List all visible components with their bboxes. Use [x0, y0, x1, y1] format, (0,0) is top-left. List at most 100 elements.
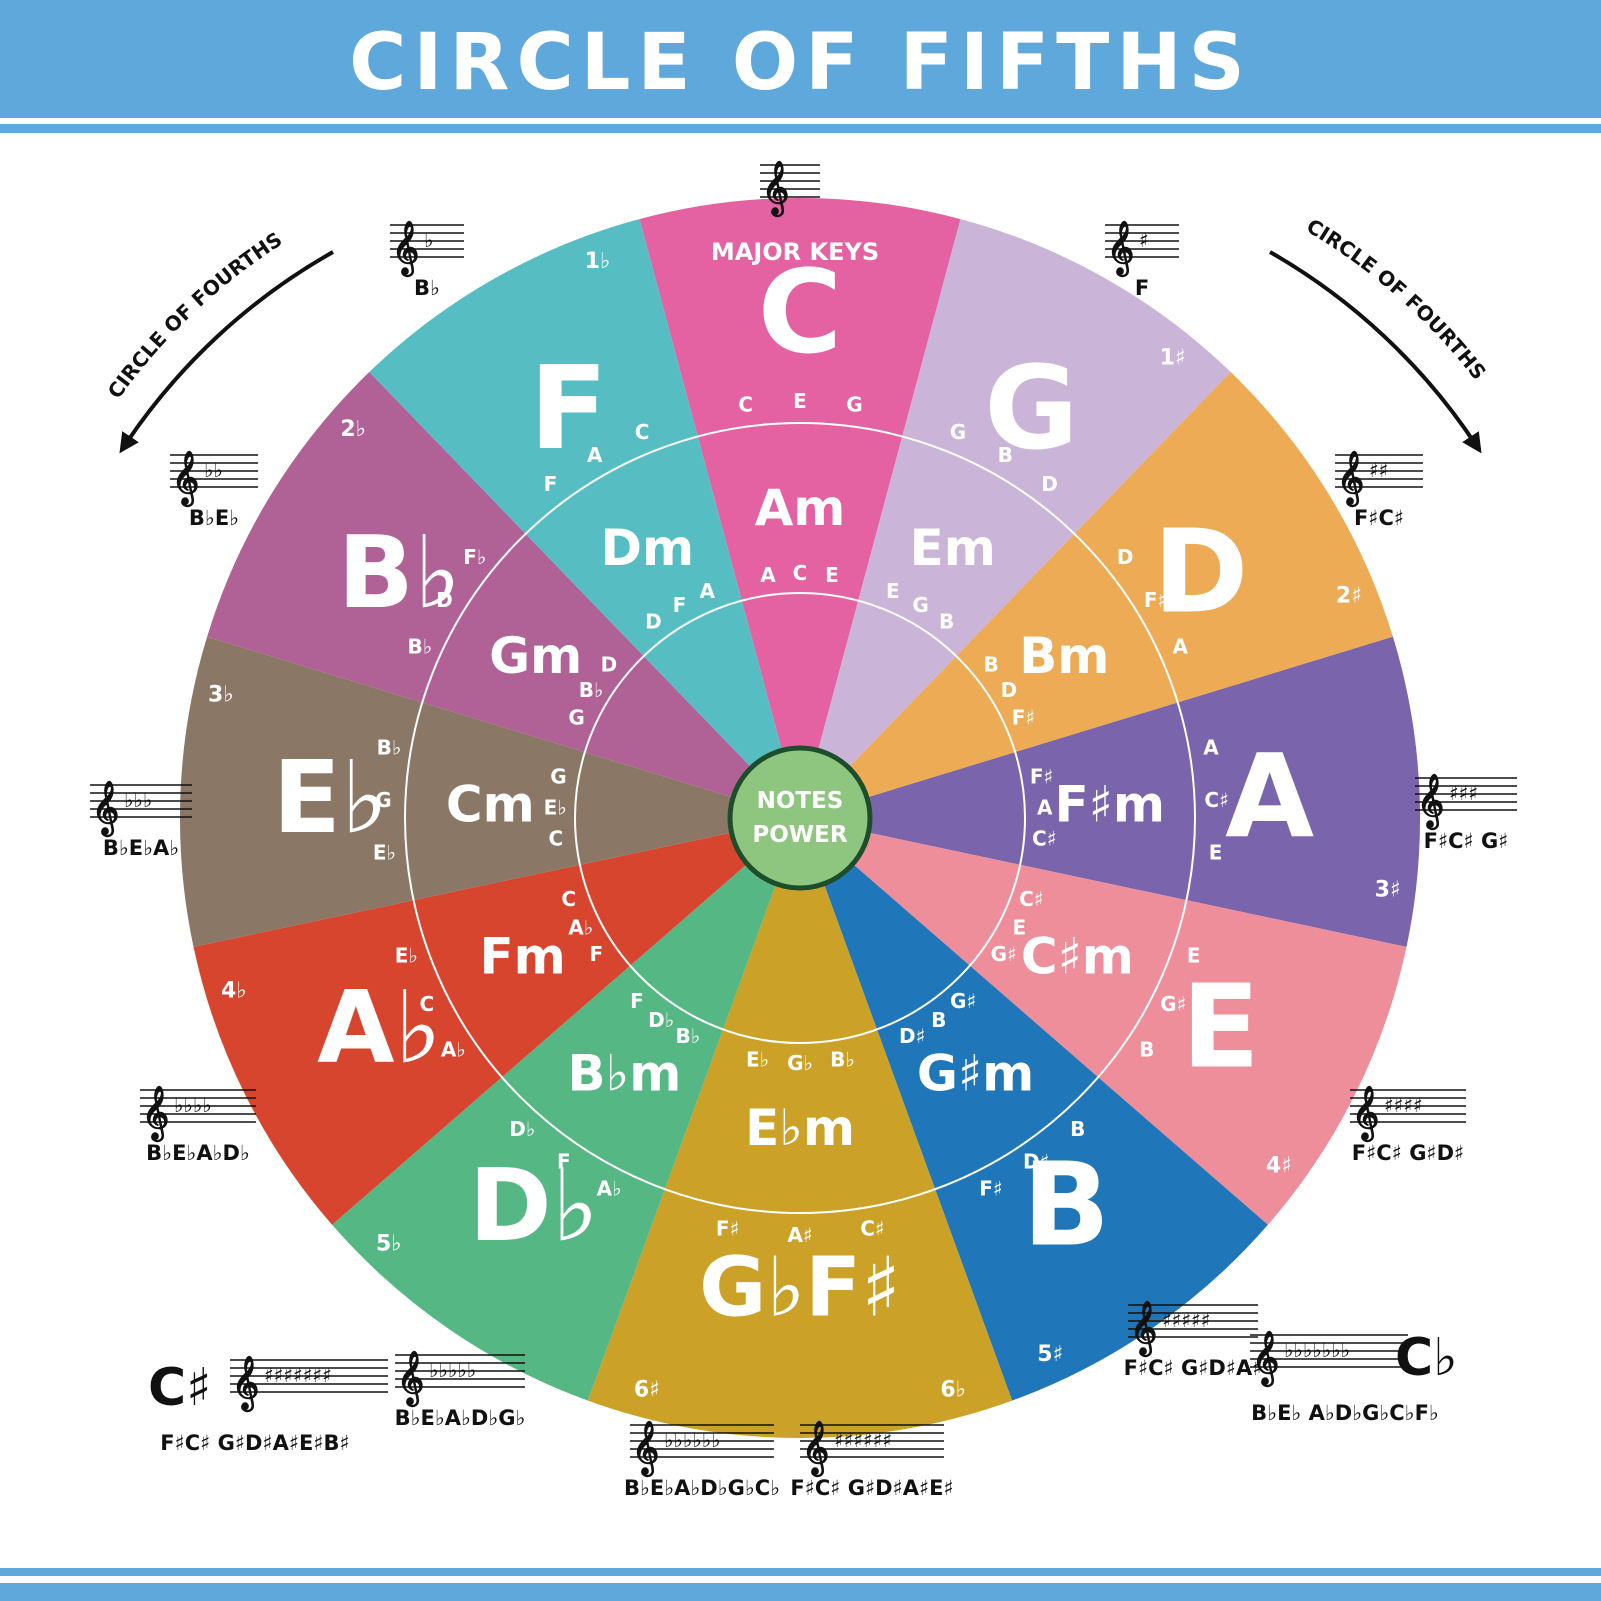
minor-triad-note: G	[568, 705, 584, 729]
minor-triad-note: G♯	[950, 989, 976, 1013]
accidentals: ♭♭	[204, 458, 223, 482]
key-signature: 𝄞♯♯♯♯♯♯	[800, 1420, 944, 1477]
segment-wedge	[639, 197, 961, 751]
major-triad-note: D♭	[509, 1117, 535, 1141]
major-triad-note: G	[950, 420, 966, 444]
minor-triad-note: C♯	[1032, 826, 1056, 850]
treble-clef-icon: 𝄞	[802, 1420, 829, 1477]
accidental-count: 1♯	[1160, 345, 1186, 370]
major-triad-note: E	[1187, 944, 1201, 968]
major-triad-note: D	[1041, 472, 1058, 496]
minor-triad-note: A	[760, 563, 776, 587]
accidentals: ♭♭♭♭♭♭♭	[1284, 1338, 1350, 1362]
accidental-count: 2♯	[1336, 584, 1362, 609]
accidentals: ♯♯♯♯	[1384, 1093, 1423, 1117]
key-signature: 𝄞♯♯♯♯♯♯♯	[230, 1355, 388, 1412]
minor-key-label: Dm	[600, 519, 694, 577]
treble-clef-icon: 𝄞	[172, 450, 199, 507]
accidental-count: 5♯	[1037, 1342, 1063, 1367]
minor-triad-note: C♯	[1019, 887, 1043, 911]
minor-triad-note: A	[1037, 795, 1053, 819]
minor-triad-note: G♯	[991, 942, 1017, 966]
treble-clef-icon: 𝄞	[1337, 450, 1364, 507]
ring-line	[404, 422, 1196, 1214]
major-triad-note: D♯	[1023, 1150, 1049, 1174]
major-triad-note: F♭	[463, 545, 486, 569]
center-line-1: NOTES	[757, 788, 844, 814]
key-signature-label: B♭E♭	[189, 506, 239, 530]
minor-triad-note: F	[630, 989, 644, 1013]
minor-key-label: Bm	[1019, 627, 1109, 685]
major-triad-note: G	[375, 788, 391, 812]
header-rule	[0, 124, 1601, 133]
minor-key-label: B♭m	[568, 1045, 682, 1103]
center-circle	[727, 745, 873, 891]
key-signature: 𝄞♭♭♭♭♭♭♭	[1250, 1330, 1408, 1387]
major-triad-note: A	[1203, 735, 1219, 759]
minor-key-label: E♭m	[745, 1099, 855, 1157]
accidental-count: 3♭	[208, 682, 234, 707]
minor-triad-note: A	[699, 579, 715, 603]
left-arrow	[119, 250, 334, 454]
major-triad-note: C	[738, 393, 753, 417]
treble-clef-icon: 𝄞	[1107, 220, 1134, 277]
minor-triad-note: E	[886, 579, 900, 603]
major-key-label: C	[758, 246, 842, 380]
major-triad-note: G	[846, 393, 862, 417]
key-signature: 𝄞♯♯♯♯	[1350, 1085, 1466, 1142]
treble-clef-icon: 𝄞	[397, 1350, 424, 1407]
treble-clef-icon: 𝄞	[232, 1355, 259, 1412]
minor-triad-note: E	[1012, 915, 1026, 939]
major-triad-note: A	[1172, 635, 1188, 659]
minor-triad-note: E	[825, 563, 839, 587]
key-signature: 𝄞♭♭♭♭	[140, 1085, 256, 1142]
key-signature: 𝄞♭♭	[170, 450, 258, 507]
treble-clef-icon: 𝄞	[762, 160, 789, 217]
minor-triad-note: D	[601, 653, 618, 677]
key-signature-label: F♯C♯ G♯D♯A♯E♯	[790, 1476, 953, 1500]
extra-key-label: C♭	[1395, 1328, 1458, 1388]
minor-key-label: G♯m	[917, 1045, 1034, 1103]
key-signature: 𝄞♭	[390, 220, 464, 277]
accidentals: ♯	[1139, 228, 1149, 252]
accidental-count: 2♭	[340, 417, 366, 442]
major-triad-note: B	[1139, 1038, 1154, 1062]
minor-triad-note: F♯	[1012, 705, 1035, 729]
major-triad-note: F♯	[1144, 588, 1167, 612]
minor-key-label: Fm	[479, 927, 565, 985]
key-signature-label: B♭E♭A♭D♭G♭C♭	[624, 1476, 780, 1500]
accidental-count: 4♯	[1266, 1154, 1292, 1179]
segment-wedge	[866, 636, 1421, 947]
major-triad-note: C♯	[860, 1217, 884, 1241]
major-triad-note: E♭	[373, 841, 396, 865]
minor-key-label: Am	[755, 479, 846, 537]
key-signature: 𝄞♭♭♭	[90, 780, 192, 837]
right-arrow-label: CIRCLE OF FOURTHS	[1302, 214, 1491, 384]
minor-key-label: F♯m	[1054, 776, 1164, 834]
accidentals: ♭♭♭♭♭♭	[664, 1428, 721, 1452]
title-banner: CIRCLE OF FIFTHS	[0, 0, 1601, 118]
accidentals: ♯♯♯♯♯	[1162, 1308, 1210, 1332]
key-signature-label: B♭E♭A♭D♭G♭	[395, 1406, 526, 1430]
major-triad-note: A	[587, 443, 603, 467]
accidentals: ♭♭♭	[124, 788, 152, 812]
major-key-label: D	[1153, 505, 1248, 639]
major-triad-note: A♭	[597, 1177, 622, 1201]
major-key-label: E♭	[273, 739, 388, 856]
accidentals: ♯♯♯	[1449, 781, 1478, 805]
segment-wedge	[193, 832, 748, 1225]
accidentals: ♭♭♭♭♭	[429, 1358, 476, 1382]
key-signature: 𝄞♭♭♭♭♭♭	[630, 1420, 774, 1477]
major-triad-note: B♭	[377, 735, 402, 759]
accidental-count: 4♭	[221, 979, 247, 1004]
major-triad-note: F♯	[979, 1177, 1002, 1201]
major-triad-note: A♭	[441, 1038, 466, 1062]
major-triad-note: F	[544, 472, 558, 496]
minor-triad-note: D	[645, 610, 662, 634]
treble-clef-icon: 𝄞	[1130, 1300, 1157, 1357]
major-triad-note: C	[419, 992, 434, 1016]
ring-line	[574, 592, 1026, 1044]
major-key-label: B♭	[338, 514, 461, 631]
